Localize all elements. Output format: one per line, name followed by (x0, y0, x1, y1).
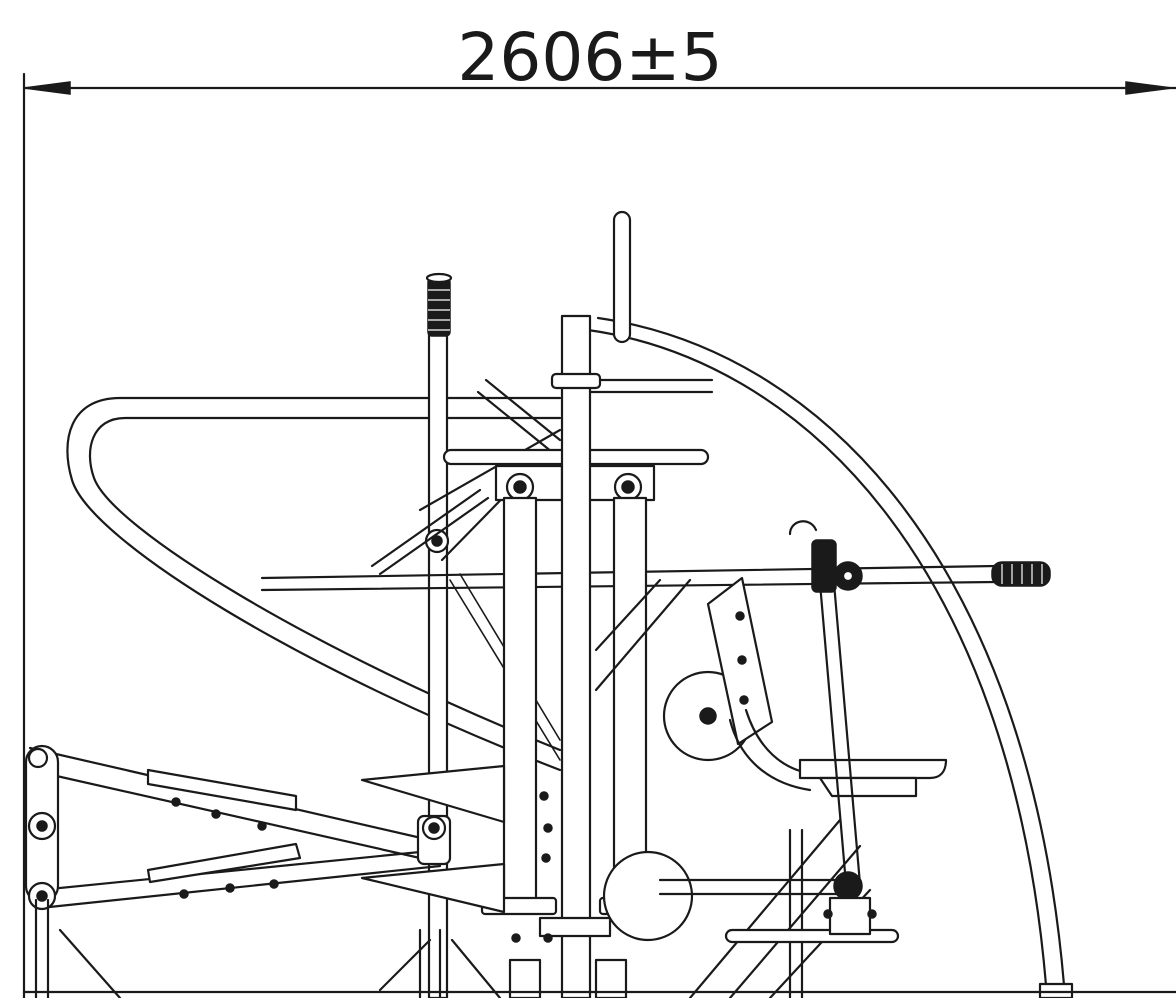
bolt-details (511, 791, 553, 943)
curved-back-rail (586, 316, 1074, 998)
base-frame-left (34, 898, 502, 998)
step-plates (360, 764, 506, 914)
seat-assembly (706, 576, 948, 944)
dimension-label: 2606±5 (457, 19, 722, 96)
overall-width-dimension: 2606±5 (22, 19, 1176, 998)
left-arrowhead (23, 81, 71, 95)
top-vertical-handle (612, 210, 632, 344)
right-rod (788, 520, 877, 936)
u-handrail (66, 396, 562, 772)
right-arrowhead (1125, 81, 1173, 95)
top-crossbar (442, 378, 714, 502)
center-post (508, 314, 628, 998)
left-pedal-assembly (24, 744, 452, 911)
